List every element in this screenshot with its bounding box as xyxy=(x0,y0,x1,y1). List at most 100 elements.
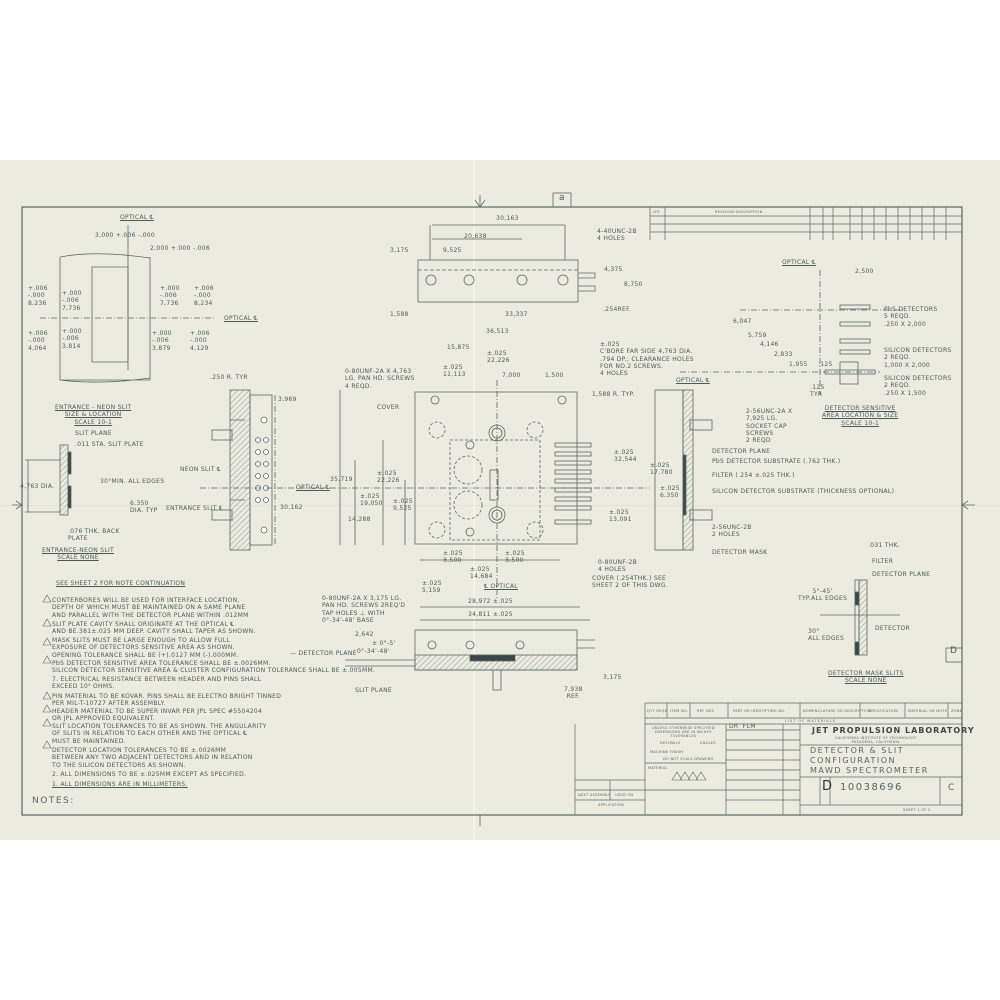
dimension: ±.025 9,525 xyxy=(393,498,413,513)
optical-centerline-label: ℄ OPTICAL xyxy=(484,583,518,590)
dimension: 33,337 xyxy=(505,311,528,318)
note-item: 2. ALL DIMENSIONS TO BE ±.025MM EXCEPT A… xyxy=(52,771,247,778)
org-name: JET PROPULSION LABORATORY xyxy=(812,726,975,735)
note-item: PbS DETECTOR SENSITIVE AREA TOLERANCE SH… xyxy=(52,660,376,675)
dimension: 14,288 xyxy=(348,516,371,523)
plan-view xyxy=(330,380,650,621)
dimension: 1,955 xyxy=(789,361,808,368)
dimension: 1,588 xyxy=(390,311,409,318)
view-title: DETECTOR MASK SLITS SCALE NONE xyxy=(828,670,904,685)
bottom-view xyxy=(345,629,595,691)
dimension: 1,500 xyxy=(545,372,564,379)
tolerance-label: UNLESS OTHERWISE SPECIFIED DIMENSIONS AR… xyxy=(652,726,715,738)
dimension: 4,375 xyxy=(604,266,623,273)
dimension: ±.025 6,350 xyxy=(660,485,680,500)
detector-label: DETECTOR xyxy=(875,625,911,632)
used-on-label: USED ON xyxy=(615,793,634,797)
zone-marker: D xyxy=(950,646,958,656)
dimension: ±.025 17,780 xyxy=(650,462,673,477)
note-item: MASK SLITS MUST BE LARGE ENOUGH TO ALLOW… xyxy=(52,637,239,659)
side-view xyxy=(200,389,330,551)
notes-title: NOTES: xyxy=(32,796,75,806)
note-item: CONTERBORES WILL BE USED FOR INTERFACE L… xyxy=(52,597,249,619)
dimension: 30,162 xyxy=(280,504,303,511)
slit-size-view xyxy=(40,225,215,383)
dimension: 30,163 xyxy=(496,215,519,222)
dimension: 7,000 xyxy=(502,372,521,379)
dimension: 2,833 xyxy=(774,351,793,358)
filter-label: FILTER xyxy=(872,558,894,565)
dimension: 7,938 REF. xyxy=(564,686,583,701)
cover-note: COVER (.254THK.) SEE SHEET 2 OF THIS DWG… xyxy=(592,575,669,590)
dimension: ±.025 14,684 xyxy=(470,566,493,581)
application-label: APPLICATION xyxy=(598,803,625,807)
hole-callout: 2-56UNC-2B 2 HOLES xyxy=(712,524,752,539)
note-item: HEADER MATERIAL TO BE SUPER INVAR PER JP… xyxy=(52,708,263,723)
detector-section-view xyxy=(654,389,713,551)
dimension: +.006 -.000 4,064 xyxy=(28,330,48,352)
dimension: 28,972 ±.025 xyxy=(468,598,513,605)
dimension: 6,047 xyxy=(733,318,752,325)
border-markers xyxy=(12,192,975,826)
slit-section-view xyxy=(25,444,72,516)
dimension: .254REF. xyxy=(603,306,632,313)
dimension: 2,642 xyxy=(355,631,374,638)
screw-callout: 0-80UNF-2A X 4,763 LG. PAN HD. SCREWS 4 … xyxy=(345,368,415,390)
silicon-detectors-label: SILICON DETECTORS 2 REQD. 1,000 X 2,000 xyxy=(884,347,952,369)
cover-label: COVER xyxy=(377,404,400,411)
filter-label: FILTER (.254 ±.025 THK.) xyxy=(712,472,795,479)
materials-col: PART OR IDENTIFYING NO. xyxy=(733,709,786,713)
edge-label: 30° ALL EDGES xyxy=(808,628,845,643)
cbore-callout: ±.025 C'BORE FAR SIDE 4,763 DIA. .794 DP… xyxy=(600,341,694,378)
optical-centerline-label: OPTICAL ℄ xyxy=(296,484,330,491)
fold-line xyxy=(473,160,475,840)
detector-mask-label: DETECTOR MASK xyxy=(712,549,768,556)
materials-title: LIST OF MATERIALS xyxy=(785,719,836,723)
angles-label: ANGLES xyxy=(700,741,716,745)
detector-plane-label: DETECTOR PLANE xyxy=(872,571,931,578)
radius-label: 1,588 R. TYP. xyxy=(592,391,635,398)
dimension: +.000 -.006 3,814 xyxy=(62,328,82,350)
detector-plane-label: — DETECTOR PLANE xyxy=(290,650,357,657)
zone-marker: a xyxy=(559,193,565,203)
optical-centerline-label: OPTICAL ℄ xyxy=(676,377,710,384)
dimension: .125 TYR xyxy=(810,384,825,399)
hole-callout: 0-80UNF-2B 4 HOLES xyxy=(598,559,638,574)
optical-centerline-label: OPTICAL ℄ xyxy=(120,214,154,221)
view-title: ENTRANCE - NEON SLIT SIZE & LOCATION SCA… xyxy=(55,404,132,426)
dimension: ± 0°-5' xyxy=(372,640,396,647)
dimension: 3,000 +.006 -.000 xyxy=(95,232,156,239)
dimension: +.000 -.006 7,736 xyxy=(160,285,180,307)
dimension: 36,513 xyxy=(486,328,509,335)
dimension: ±.025 22,226 xyxy=(377,470,400,485)
note-item: 7. ELECTRICAL RESISTANCE BETWEEN HEADER … xyxy=(52,676,262,691)
note-item: DETECTOR LOCATION TOLERANCES TO BE ±.002… xyxy=(52,747,253,769)
dimension: 3,969 xyxy=(278,396,297,403)
next-assembly-label: NEXT ASSEMBLY xyxy=(578,793,611,797)
border-frame xyxy=(21,206,963,816)
materials-col: ITEM NO. xyxy=(670,709,689,713)
slit-plane-label: SLIT PLANE xyxy=(75,430,112,437)
dimension: ±.025 3,500 xyxy=(443,550,463,565)
thickness-label: .031 THK. xyxy=(868,542,900,549)
dimension: ±.025 3,500 xyxy=(505,550,525,565)
dimension: ±.025 11,113 xyxy=(443,364,466,379)
mask-slits-view xyxy=(820,579,900,656)
view-title: ENTRANCE-NEON SLIT SCALE NONE xyxy=(42,547,114,562)
dimension: ±.025 19,050 xyxy=(360,493,383,508)
dimension: 9,525 xyxy=(443,247,462,254)
drawing-title: DETECTOR & SLIT CONFIGURATION MAWD SPECT… xyxy=(810,746,929,775)
dimension: 0°-34'-48' xyxy=(357,648,390,655)
materials-col: REF DES xyxy=(697,709,714,713)
top-view xyxy=(417,224,596,303)
fold-line xyxy=(0,505,1000,506)
title-block-lines xyxy=(574,207,962,815)
dimension: 2,500 xyxy=(855,268,874,275)
view-title: DETECTOR SENSITIVE AREA LOCATION & SIZE … xyxy=(822,405,899,427)
dimension: 2,000 +.000 -.006 xyxy=(150,245,211,252)
slit-plane-label: SLIT PLANE xyxy=(355,687,392,694)
drawing-sheet xyxy=(0,160,1000,840)
neon-slit-label: NEON SLIT ℄ xyxy=(180,466,222,473)
material-label: MATERIAL xyxy=(648,766,668,770)
